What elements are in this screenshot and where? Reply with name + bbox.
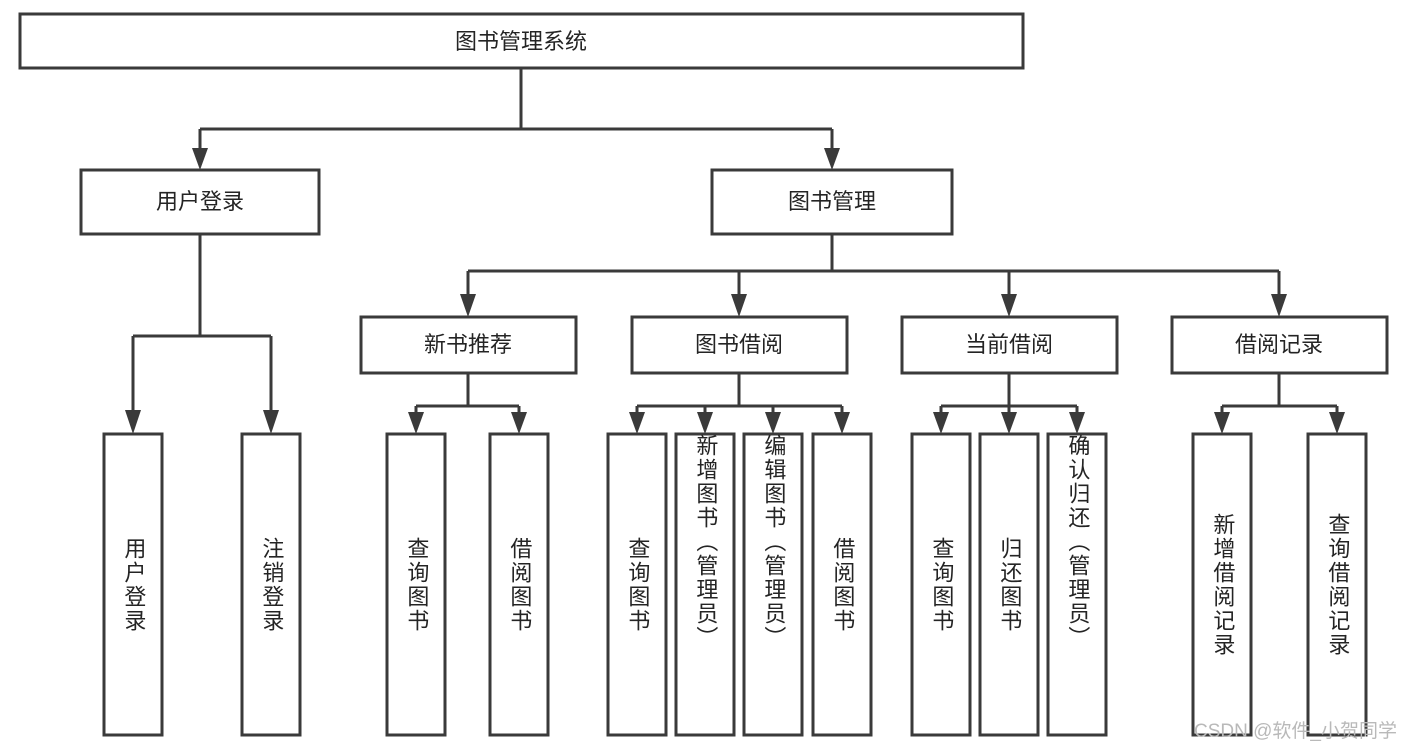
- arrow-icon: [1001, 294, 1017, 317]
- node-current-borrow[interactable]: [900, 315, 1119, 375]
- arrow-icon: [933, 412, 949, 434]
- arrow-icon: [765, 412, 781, 434]
- arrow-icon: [629, 412, 645, 434]
- leaf-box-confirm-return-admin[interactable]: [1046, 432, 1108, 737]
- arrow-icon: [1329, 412, 1345, 434]
- leaf-box-logout[interactable]: [240, 432, 302, 737]
- leaf-box-query-borrow-record[interactable]: [1306, 432, 1368, 737]
- leaf-box-borrow-book-2[interactable]: [811, 432, 873, 737]
- node-new-book-recommend-label: 新书推荐: [424, 332, 512, 357]
- node-user-login-label: 用户登录: [156, 189, 244, 214]
- arrow-icon: [263, 410, 279, 434]
- connector-user-login-to-leaves: [125, 234, 279, 434]
- leaf-box-query-book-1[interactable]: [385, 432, 447, 737]
- connector-new-book-recommend-to-leaves: [408, 373, 527, 434]
- node-book-management[interactable]: [710, 168, 954, 236]
- arrow-icon: [697, 412, 713, 434]
- arrow-icon: [1069, 412, 1085, 434]
- arrow-icon: [511, 412, 527, 434]
- arrow-icon: [1271, 294, 1287, 317]
- leaf-box-user-login[interactable]: [102, 432, 164, 737]
- arrow-icon: [824, 148, 840, 170]
- node-borrow-record[interactable]: [1170, 315, 1389, 375]
- node-borrow-record-label: 借阅记录: [1235, 332, 1323, 357]
- node-book-borrow[interactable]: [630, 315, 849, 375]
- arrow-icon: [125, 410, 141, 434]
- node-book-borrow-label: 图书借阅: [695, 332, 783, 357]
- node-root[interactable]: [18, 12, 1025, 70]
- arrow-icon: [834, 412, 850, 434]
- leaf-box-query-book-3[interactable]: [910, 432, 972, 737]
- arrow-icon: [731, 294, 747, 317]
- node-user-login[interactable]: [79, 168, 321, 236]
- connector-current-borrow-to-leaves: [933, 373, 1085, 434]
- leaf-box-add-borrow-record[interactable]: [1191, 432, 1253, 737]
- connector-book-management-to-level3: [460, 234, 1287, 317]
- connector-root-to-level2: [192, 68, 840, 170]
- arrow-icon: [460, 294, 476, 317]
- leaf-box-add-book-admin[interactable]: [674, 432, 736, 737]
- arrow-icon: [1214, 412, 1230, 434]
- node-root-label: 图书管理系统: [455, 29, 587, 54]
- arrow-icon: [1001, 412, 1017, 434]
- node-current-borrow-label: 当前借阅: [965, 332, 1053, 357]
- arrow-icon: [192, 148, 208, 170]
- leaf-box-edit-book-admin[interactable]: [742, 432, 804, 737]
- connector-book-borrow-to-leaves: [629, 373, 850, 434]
- leaf-box-query-book-2[interactable]: [606, 432, 668, 737]
- leaf-box-return-book[interactable]: [978, 432, 1040, 737]
- connector-borrow-record-to-leaves: [1214, 373, 1345, 434]
- leaf-box-borrow-book-1[interactable]: [488, 432, 550, 737]
- node-new-book-recommend[interactable]: [359, 315, 578, 375]
- arrow-icon: [408, 412, 424, 434]
- node-book-management-label: 图书管理: [788, 189, 876, 214]
